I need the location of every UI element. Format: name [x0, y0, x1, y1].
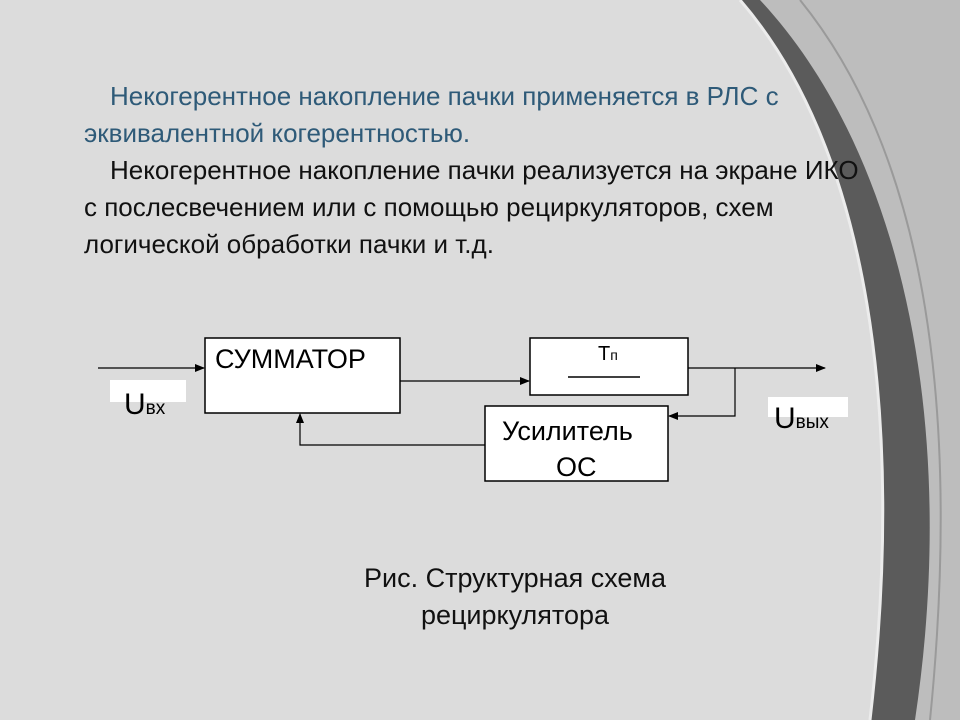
input-label-box: [110, 380, 186, 402]
delay-label: Тп: [598, 343, 618, 366]
input-voltage-main: U: [124, 388, 146, 421]
amplifier-label-line2: ОС: [556, 452, 597, 482]
input-voltage-label: Uвх: [124, 388, 165, 422]
detail-paragraph: Некогерентное накопление пачки реализует…: [84, 155, 859, 259]
intro-paragraph: Некогерентное накопление пачки применяет…: [84, 81, 779, 148]
feedback-return-line: [296, 413, 485, 446]
slide-panel-edge: [738, 0, 885, 720]
slide-decor-curve-outer: [760, 0, 960, 720]
slide-decor-curve-inner: [799, 0, 942, 720]
caption-line1: Рис. Структурная схема: [363, 563, 666, 593]
amplifier-block: [484, 405, 669, 482]
output-label-box: [768, 397, 848, 417]
caption-line2: рециркулятора: [420, 600, 610, 630]
delay-label-main: Т: [598, 343, 611, 365]
output-voltage-main: U: [774, 402, 796, 435]
output-voltage-sub: вых: [795, 412, 829, 433]
delay-label-sub: п: [610, 347, 618, 363]
input-voltage-sub: вх: [145, 398, 166, 419]
amplifier-label-line1: Усилитель: [502, 416, 633, 446]
delay-block: [529, 337, 689, 396]
figure-caption: Рис. Структурная схема рециркулятора: [300, 560, 730, 634]
summator-label: СУММАТОР: [215, 344, 366, 374]
output-voltage-label: Uвых: [774, 402, 829, 436]
feedback-tap-line: [668, 368, 736, 420]
slide-panel: [0, 0, 883, 720]
